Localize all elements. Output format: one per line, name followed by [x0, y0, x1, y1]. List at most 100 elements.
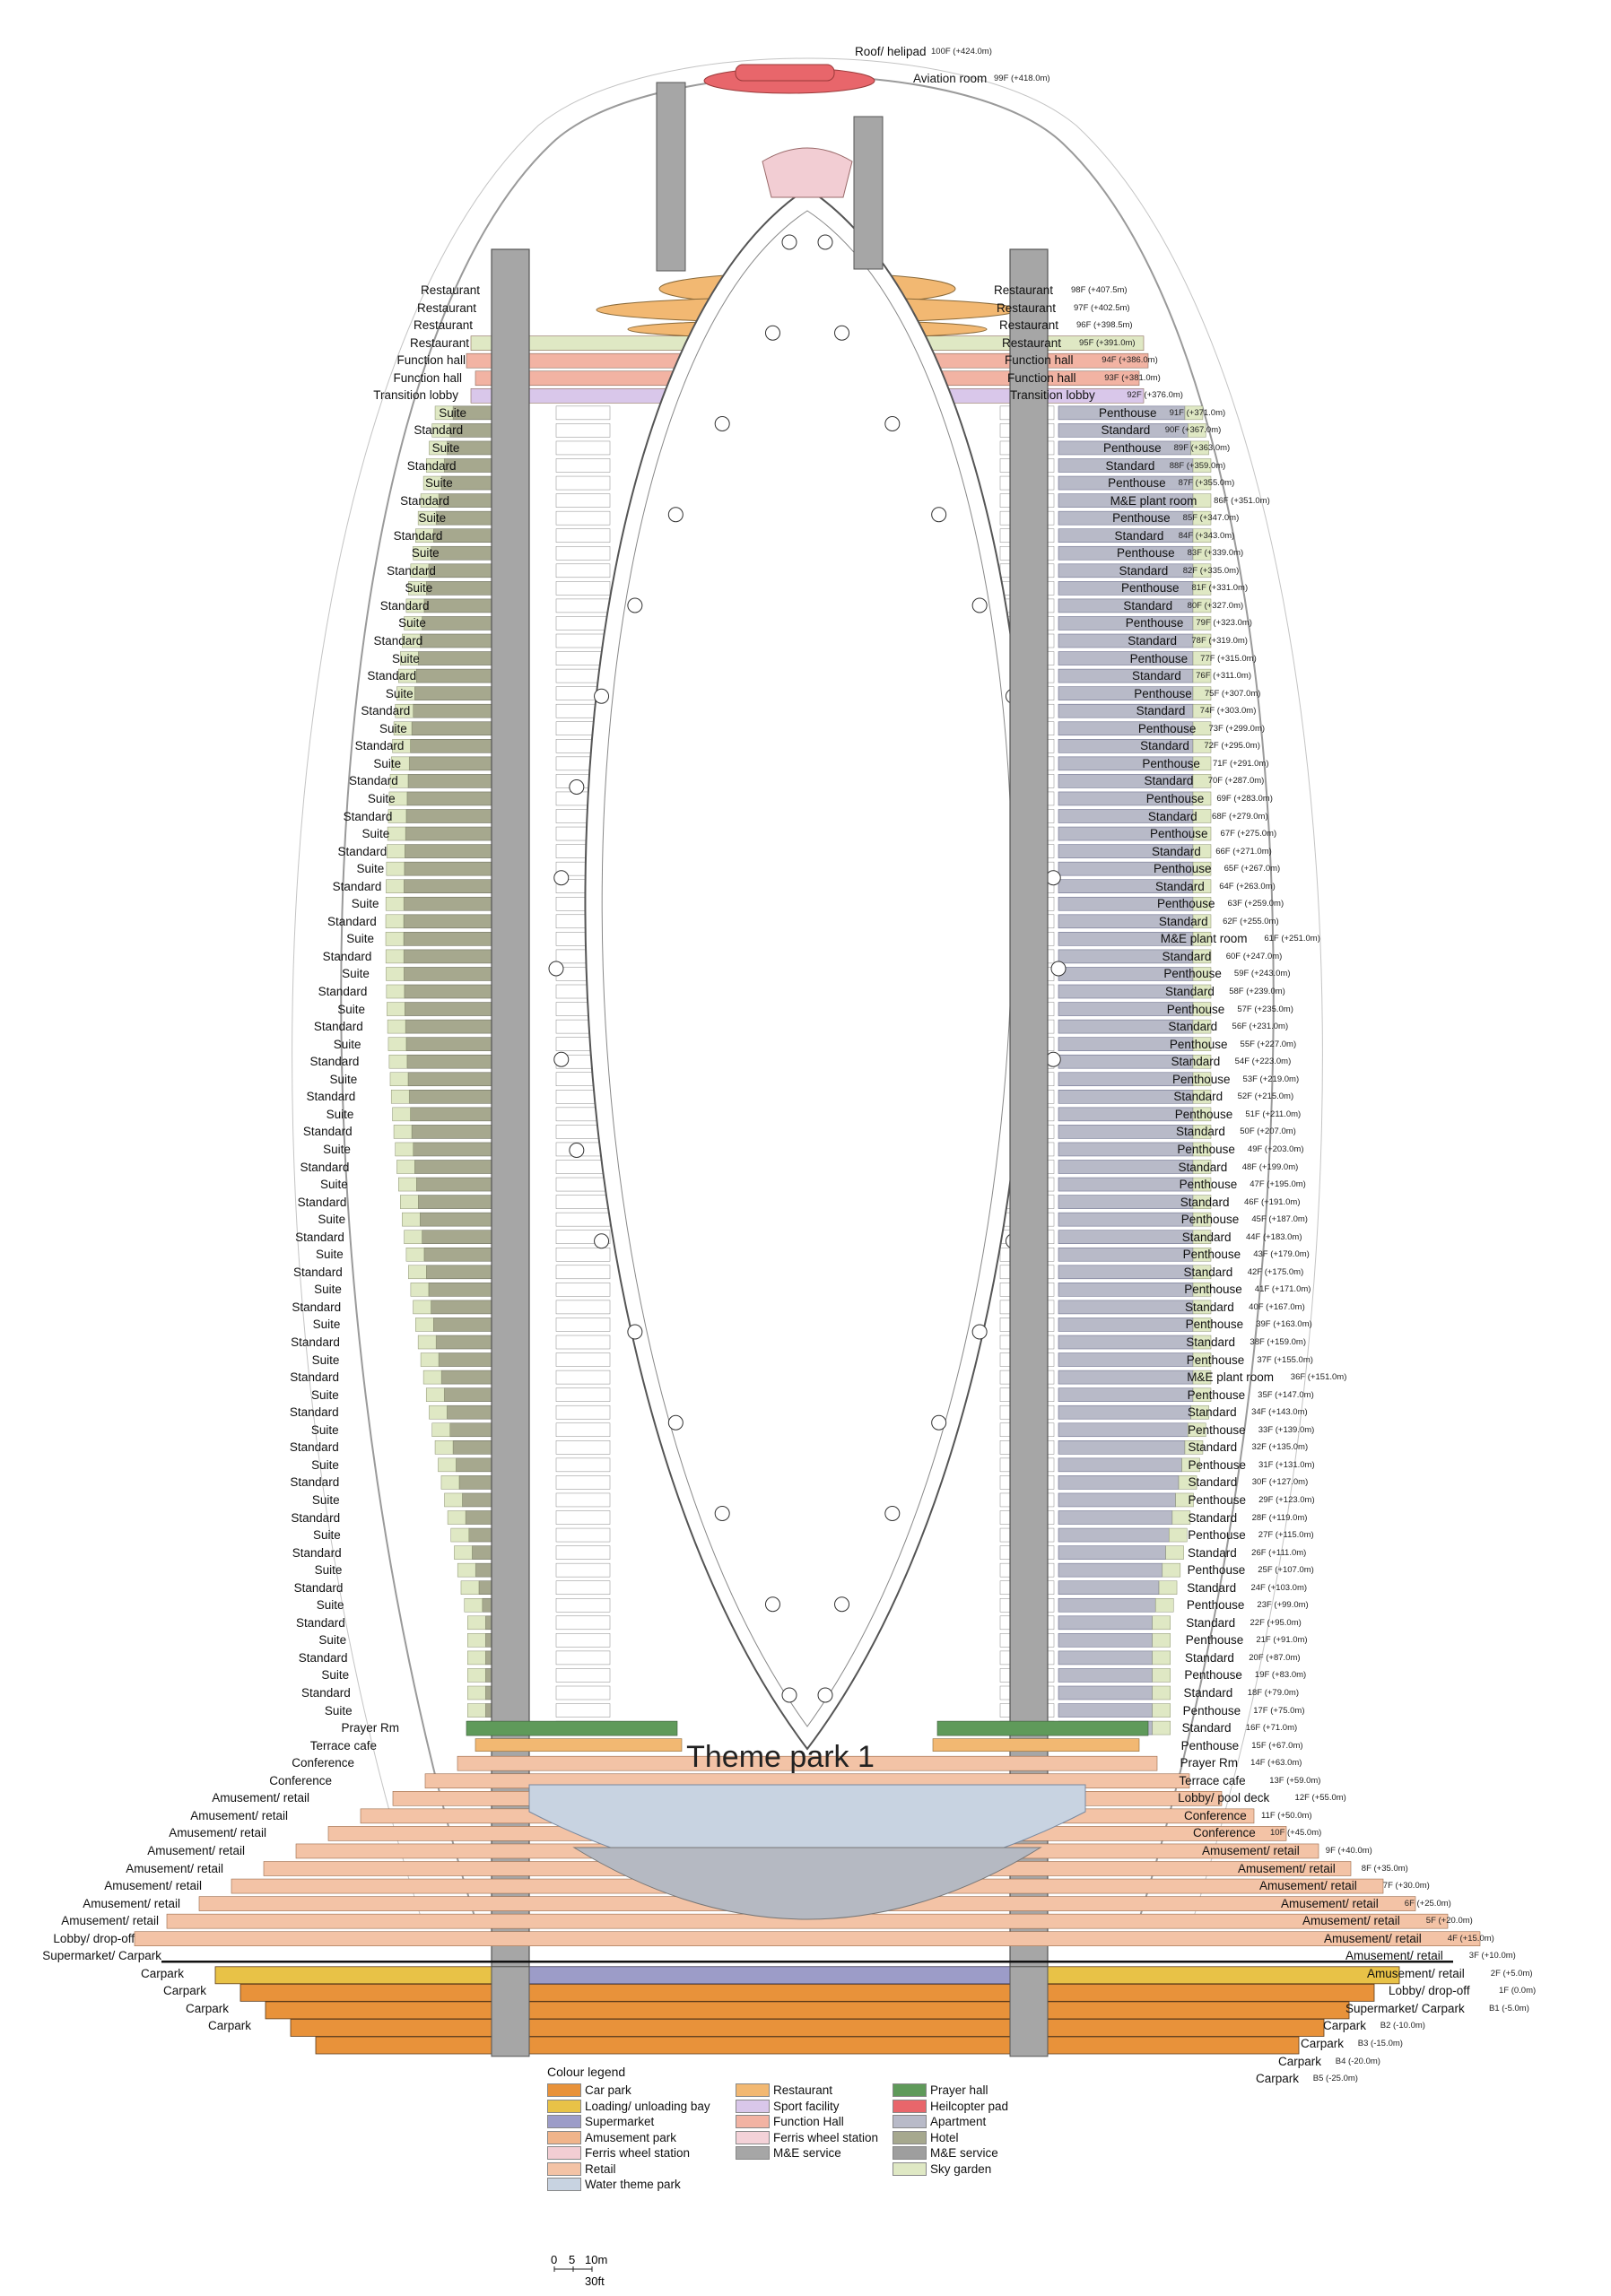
hotel-unit-inner-left — [555, 1668, 611, 1683]
left-floor-label: Suite — [391, 651, 420, 665]
right-floor-level: 65F (+267.0m) — [1223, 864, 1281, 874]
sky-garden-right — [1192, 756, 1212, 771]
sky-garden-right — [1192, 897, 1212, 911]
sky-garden-right — [1184, 1440, 1204, 1455]
hotel-unit-inner-left — [555, 1685, 611, 1700]
sky-garden-left — [447, 1510, 466, 1525]
left-floor-label: Suite — [351, 897, 379, 911]
right-floor-label: Penthouse — [1186, 1598, 1245, 1613]
sky-garden-right — [1192, 1370, 1212, 1385]
right-floor-level: 61F (+251.0m) — [1264, 934, 1320, 944]
right-floor-level: 51F (+211.0m) — [1245, 1109, 1302, 1119]
hotel-unit-inner-left — [555, 1475, 611, 1490]
sky-garden-left — [467, 1685, 486, 1700]
sky-garden-right — [1171, 1510, 1191, 1525]
sky-garden-left — [444, 1492, 463, 1508]
left-floor-label: Standard — [291, 1510, 341, 1525]
left-floor-label: Suite — [311, 1457, 339, 1472]
right-floor-label: Transition lobby — [1010, 388, 1095, 403]
left-floor-label: Standard — [343, 809, 393, 823]
right-floor-label: Standard — [1178, 1160, 1228, 1174]
sky-garden-left — [388, 809, 407, 823]
legend-label: Ferris wheel station — [773, 2130, 879, 2144]
sky-garden-right — [1178, 1475, 1197, 1490]
sky-garden-right — [1192, 861, 1212, 876]
hotel-unit-inner-left — [555, 405, 611, 421]
left-floor-label: Suite — [312, 1318, 341, 1332]
right-floor-label: Penthouse — [1184, 1668, 1242, 1683]
right-floor-level: 8F (+35.0m) — [1361, 1863, 1408, 1874]
ferris-cabin-left — [764, 325, 780, 341]
ferris-cabin-right — [971, 1324, 988, 1340]
legend-label: Retail — [585, 2161, 616, 2176]
sky-garden-left — [429, 1405, 448, 1420]
right-floor-level: 4F (+15.0m) — [1447, 1933, 1494, 1944]
right-floor-label: Standard — [1101, 423, 1151, 438]
hotel-unit-inner-left — [555, 581, 611, 596]
sky-garden-right — [1192, 616, 1212, 631]
sky-garden-right — [1192, 1300, 1212, 1315]
sky-garden-right — [1165, 1545, 1184, 1560]
sky-garden-left — [405, 1248, 425, 1262]
sky-garden-left — [404, 616, 422, 631]
right-floor-level: 12F (+55.0m) — [1294, 1793, 1346, 1804]
right-floor-label: Standard — [1158, 914, 1208, 928]
right-floor-level: 24F (+103.0m) — [1250, 1582, 1308, 1593]
theme-park-title: Theme park 1 — [686, 1740, 875, 1774]
legend-swatch — [547, 2146, 581, 2161]
left-floor-label: Standard — [289, 1405, 339, 1420]
right-floor-label: Carpark — [1323, 2019, 1367, 2033]
right-floor-level: 53F (+219.0m) — [1242, 1074, 1300, 1084]
hotel-unit-inner-left — [555, 528, 611, 543]
right-floor-level: 36F (+151.0m) — [1290, 1372, 1347, 1383]
right-floor-level: 98F (+407.5m) — [1071, 285, 1128, 295]
sky-garden-right — [1192, 1107, 1212, 1122]
legend-label: Sport facility — [773, 2099, 840, 2113]
right-floor-level: 91F (+371.0m) — [1169, 407, 1226, 418]
basement-b4 — [290, 2019, 1325, 2037]
right-floor-label: Conference — [1193, 1826, 1256, 1840]
sky-garden-right — [1158, 1580, 1178, 1595]
right-floor-level: 23F (+99.0m) — [1257, 1600, 1309, 1611]
sky-garden-right — [1154, 1598, 1174, 1613]
right-floor-label: Penthouse — [1180, 1738, 1240, 1752]
hotel-unit-inner-left — [555, 563, 611, 578]
right-floor-level: 82F (+335.0m) — [1182, 565, 1240, 576]
legend-swatch — [736, 2130, 770, 2144]
sky-garden-left — [388, 1054, 408, 1069]
sky-garden-left — [386, 967, 405, 981]
legend-item: Ferris wheel station — [547, 2145, 710, 2161]
sky-garden-left — [434, 1440, 454, 1455]
right-floor-label: Standard — [1186, 1615, 1236, 1630]
sky-garden-left — [395, 703, 414, 718]
ferris-cabin-left — [714, 1506, 730, 1521]
right-floor-level: 48F (+199.0m) — [1241, 1161, 1299, 1172]
sky-garden-left — [413, 1300, 431, 1315]
sky-garden-left — [398, 668, 417, 683]
right-floor-level: 18F (+79.0m) — [1247, 1688, 1299, 1698]
legend-item: M&E service — [736, 2145, 878, 2161]
right-floor-label: Penthouse — [1188, 1422, 1246, 1437]
sky-garden-right — [1184, 405, 1204, 421]
ferris-cabin-left — [553, 1051, 570, 1067]
sky-garden-left — [431, 423, 450, 438]
legend-item: Hotel — [893, 2130, 1008, 2146]
sky-garden-right — [1152, 1685, 1171, 1700]
sky-garden-right — [1192, 1195, 1212, 1209]
right-floor-level: 34F (+143.0m) — [1251, 1407, 1308, 1418]
right-floor-label: Restaurant — [997, 300, 1057, 315]
legend-item: Sport facility — [736, 2099, 878, 2115]
basement-core-1 — [1009, 1966, 1049, 2057]
left-floor-label: Standard — [322, 949, 372, 963]
hotel-unit-inner-left — [555, 1265, 611, 1280]
sky-garden-right — [1152, 1668, 1171, 1683]
sky-garden-left — [408, 581, 427, 596]
sky-garden-right — [1152, 1703, 1171, 1718]
right-floor-label: Standard — [1147, 809, 1197, 823]
sky-garden-right — [1192, 1265, 1212, 1280]
legend-swatch — [893, 2115, 927, 2129]
right-floor-label: Penthouse — [1163, 967, 1222, 981]
sky-garden-left — [408, 1265, 427, 1280]
